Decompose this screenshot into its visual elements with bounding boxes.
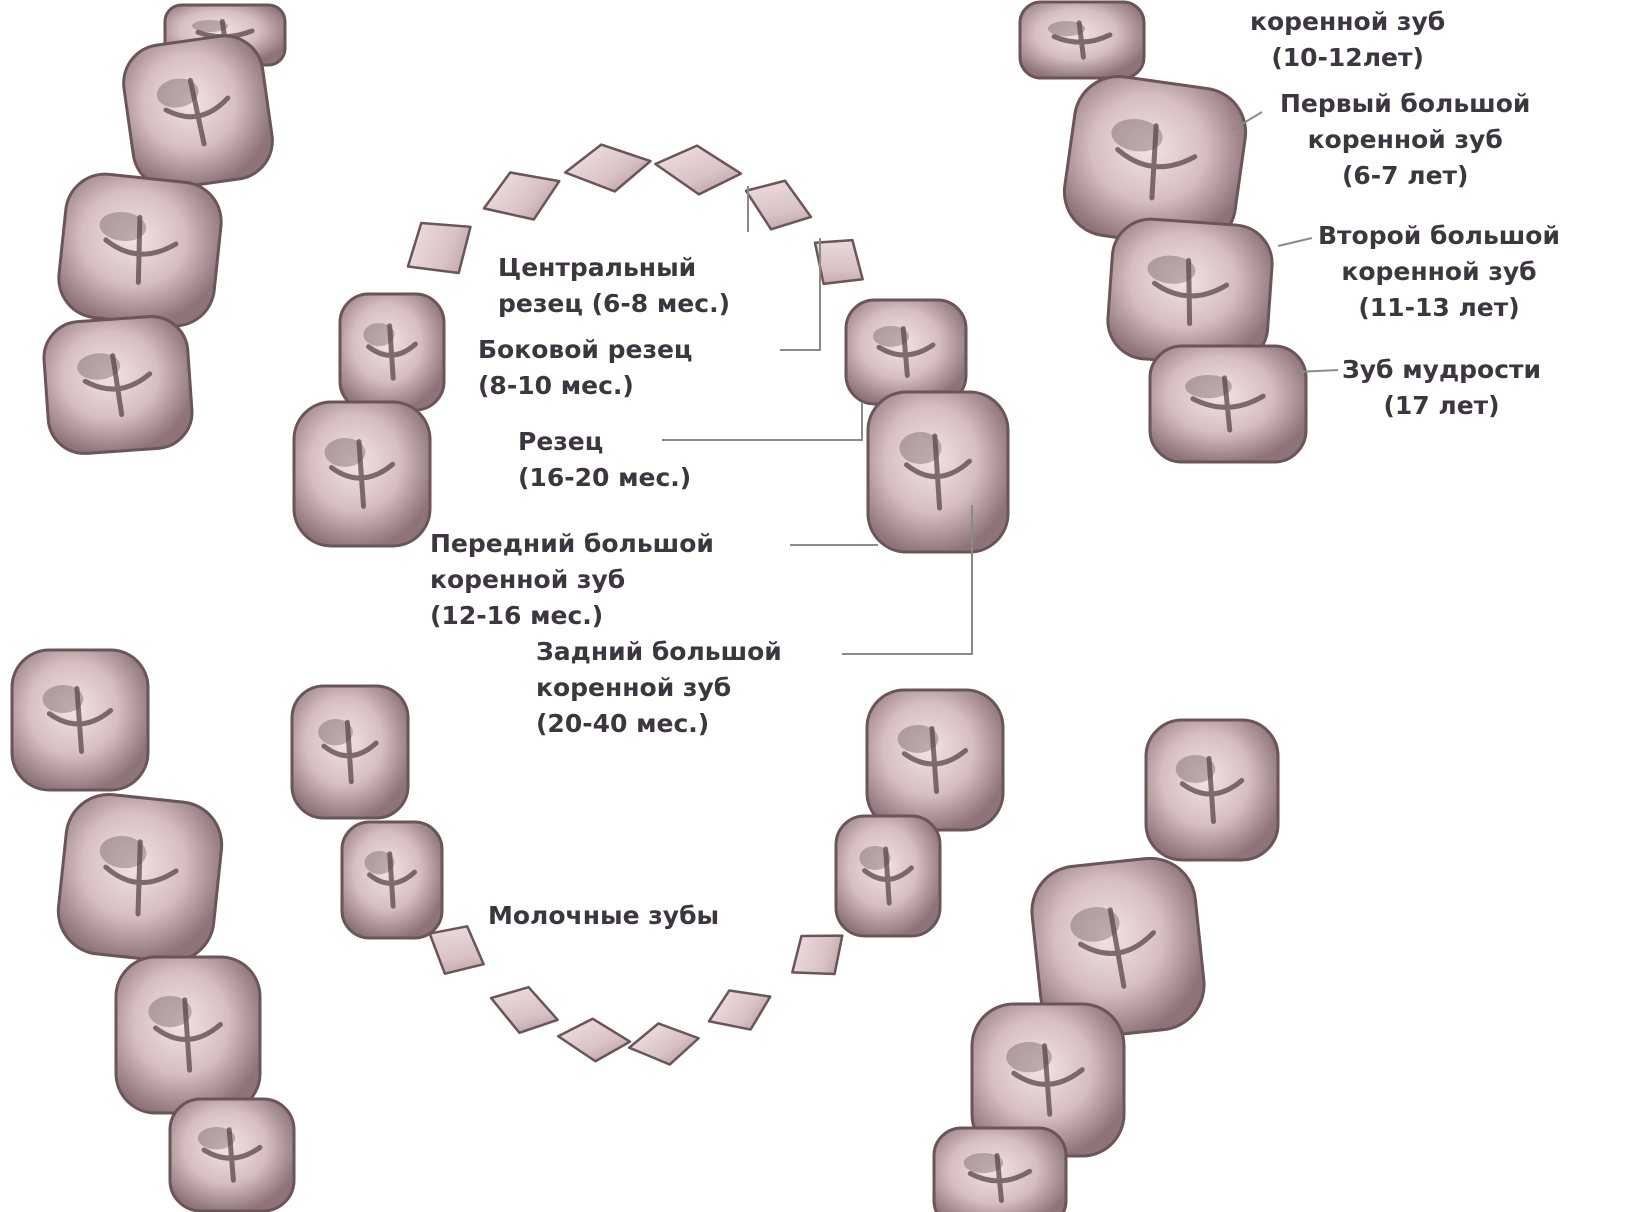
molar-tooth	[116, 957, 260, 1113]
molar-tooth	[294, 402, 430, 546]
incisor-tooth	[476, 159, 568, 233]
label-first-primary-molar: Передний большой коренной зуб (12-16 мес…	[430, 526, 714, 634]
label-central-incisor: Центральный резец (6-8 мес.)	[498, 250, 730, 322]
molar-tooth	[119, 31, 278, 193]
leader-second-molar	[1278, 238, 1312, 246]
molar-pit	[873, 326, 909, 347]
molar-pit	[318, 719, 353, 745]
molar-tooth	[54, 790, 226, 965]
molar-pit	[198, 1127, 235, 1149]
molar-pit	[1048, 21, 1085, 36]
label-first-molar: Первый большой коренной зуб (6-7 лет)	[1280, 86, 1530, 194]
molar-tooth	[1020, 2, 1144, 78]
label-primary-teeth: Молочные зубы	[488, 898, 719, 934]
incisor-tooth	[392, 203, 487, 294]
molar-tooth	[867, 690, 1003, 830]
molar-pit	[192, 20, 228, 32]
molar-tooth	[342, 822, 442, 938]
molar-pit	[363, 323, 394, 346]
molar-pit	[859, 846, 890, 870]
label-second-primary-molar: Задний большой коренной зуб (20-40 мес.)	[536, 634, 782, 742]
incisor-tooth	[701, 978, 778, 1042]
incisor-tooth	[652, 140, 744, 200]
molar-tooth	[42, 314, 195, 456]
molar-tooth	[836, 816, 940, 936]
molar-pit	[1006, 1042, 1052, 1072]
label-molar-partial: коренной зуб (10-12лет)	[1250, 4, 1445, 76]
incisor-tooth	[798, 223, 877, 301]
molar-tooth	[292, 686, 408, 818]
incisor-tooth	[627, 1019, 701, 1068]
label-canine: Резец (16-20 мес.)	[518, 424, 691, 496]
molar-tooth	[340, 294, 444, 410]
label-wisdom-tooth: Зуб мудрости (17 лет)	[1342, 352, 1541, 424]
molar-tooth	[846, 300, 966, 404]
molar-pit	[148, 996, 191, 1027]
molar-tooth	[170, 1099, 294, 1211]
incisor-tooth	[556, 1015, 632, 1064]
molar-pit	[365, 851, 395, 874]
molar-pit	[325, 438, 366, 467]
label-second-molar: Второй большой коренной зуб (11-13 лет)	[1318, 218, 1560, 326]
molar-pit	[964, 1153, 1004, 1173]
molar-pit	[43, 685, 84, 713]
label-lateral-incisor: Боковой резец (8-10 мес.)	[478, 332, 692, 404]
leader-canine	[662, 402, 862, 440]
leader-lateral-incisor	[780, 238, 820, 350]
molar-pit	[1185, 375, 1232, 398]
molar-tooth	[1146, 720, 1278, 860]
molar-tooth	[12, 650, 148, 790]
molar-pit	[900, 432, 942, 464]
incisor-tooth	[563, 140, 654, 197]
molar-tooth	[868, 392, 1008, 552]
incisor-tooth	[483, 976, 565, 1043]
molar-tooth	[55, 170, 225, 330]
molar-tooth	[1150, 346, 1306, 462]
molar-tooth	[934, 1128, 1066, 1212]
molar-pit	[898, 725, 939, 753]
molar-pit	[1176, 755, 1216, 783]
